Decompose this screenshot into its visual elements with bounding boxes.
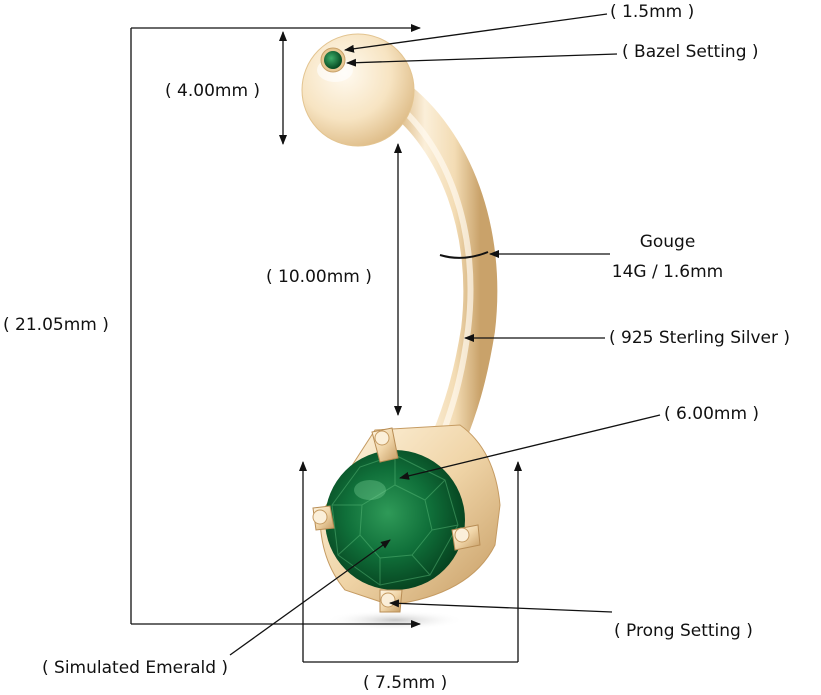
bar-highlight [389, 97, 474, 439]
emerald-glint [354, 480, 386, 500]
prong-tip [312, 509, 328, 525]
label-material: ( 925 Sterling Silver ) [609, 328, 790, 348]
emerald-facets [331, 454, 459, 586]
top-ball [301, 33, 415, 147]
curved-bar [378, 78, 498, 457]
label-total-length: ( 21.05mm ) [3, 315, 109, 335]
label-stone-size: ( 1.5mm ) [610, 2, 695, 22]
emerald-stone [325, 450, 465, 590]
prong-tip [374, 430, 390, 446]
label-bezel-setting: ( Bazel Setting ) [622, 42, 759, 62]
label-gauge-title: Gouge [639, 232, 696, 252]
drop-shadow [325, 610, 465, 630]
label-stone-type: ( Simulated Emerald ) [42, 658, 229, 678]
prong-tip [380, 592, 396, 608]
label-prong-setting: ( Prong Setting ) [614, 621, 753, 641]
small-emerald [324, 51, 342, 69]
label-setting-width: ( 7.5mm ) [363, 673, 448, 693]
label-bar-length: ( 10.00mm ) [266, 267, 372, 287]
label-stone-diameter: ( 6.00mm ) [664, 404, 760, 424]
gauge-ring-mark [439, 251, 489, 259]
prong-tip [454, 527, 470, 543]
label-ball-diameter: ( 4.00mm ) [165, 81, 261, 101]
dimension-lines [130, 13, 661, 663]
label-gauge-value: 14G / 1.6mm [611, 262, 724, 282]
